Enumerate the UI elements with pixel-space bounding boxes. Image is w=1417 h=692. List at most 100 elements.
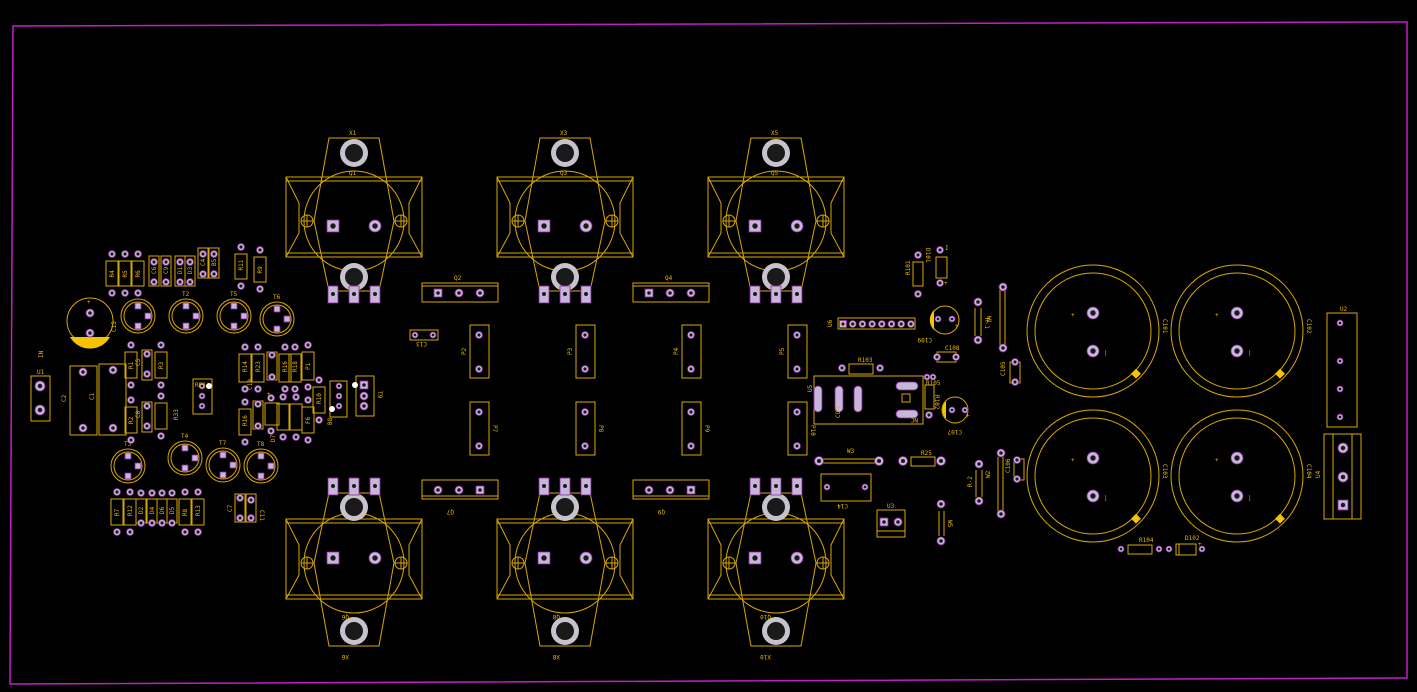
drill-hole (150, 521, 154, 525)
component-label: + (1215, 457, 1219, 464)
component-label: P8 (597, 425, 604, 433)
drill-hole (689, 333, 693, 337)
component-label: C2 (61, 394, 68, 402)
drill-hole (647, 291, 651, 295)
small-transistor-t1: T1 (120, 291, 156, 334)
drill-hole (900, 458, 906, 464)
drill-hole (870, 322, 874, 326)
drill-hole (283, 345, 287, 349)
heatsink-outline (285, 176, 423, 258)
component-label: R101 (905, 260, 912, 275)
silk-outline (912, 261, 924, 287)
drill-hole (111, 368, 115, 372)
drill-hole (816, 458, 822, 464)
silk-outline (184, 255, 196, 287)
drill-hole (115, 490, 119, 494)
transistor-leads (327, 477, 381, 496)
drill-hole (668, 291, 672, 295)
drill-hole (1338, 321, 1342, 325)
component-label: R10 (316, 393, 323, 404)
drill-hole (1234, 455, 1240, 461)
component-label: R25 (921, 450, 932, 457)
outer-ring (110, 448, 146, 484)
component-label: D2 (138, 506, 145, 514)
drill-hole (880, 322, 884, 326)
component-label: NC (910, 416, 918, 423)
drill-hole (337, 394, 341, 398)
drill-hole (689, 291, 693, 295)
resistor (276, 393, 290, 441)
silk-outline (1175, 543, 1197, 556)
drill-hole (269, 429, 273, 433)
silk-outline (141, 349, 153, 381)
drill-hole (196, 530, 200, 534)
drill-hole (136, 252, 140, 256)
component-label: RP1 (195, 382, 206, 389)
mounting-hole (345, 498, 363, 516)
drill-hole (863, 485, 867, 489)
drill-hole (795, 367, 799, 371)
relay-pin (834, 385, 844, 413)
mounting-hole (556, 498, 574, 516)
emitter-resistor-p10: P10 (787, 401, 816, 456)
heatsink-outline (707, 518, 845, 600)
resistor: R16 (238, 398, 252, 446)
silk-outline (118, 260, 132, 287)
drill-hole (950, 317, 954, 321)
drill-hole (1090, 310, 1096, 316)
drill-hole (196, 490, 200, 494)
drill-hole (145, 404, 149, 408)
mounting-hole (345, 268, 363, 286)
capacitor-c106: C106 (1005, 456, 1025, 483)
drill-hole (306, 398, 310, 402)
drill-hole (145, 424, 149, 428)
resistor: R3 (154, 341, 168, 389)
silk-outline (131, 260, 145, 287)
component-label: T3 (124, 441, 132, 448)
heatsink-fin (285, 518, 300, 600)
silk-outline (469, 324, 490, 379)
component-label: R5 (122, 270, 129, 278)
transistor-body (725, 170, 827, 272)
drill-hole (188, 260, 192, 264)
outer-ring (205, 447, 241, 483)
component-label: P2 (461, 347, 468, 355)
component-label: C11 (258, 510, 265, 521)
drill-hole (37, 383, 43, 389)
drill-hole (1013, 380, 1017, 384)
drill-hole (795, 410, 799, 414)
component-label: X1 (349, 130, 357, 137)
wire-w5: W5 (936, 499, 953, 546)
drill-hole (200, 384, 204, 388)
component-label: R8 (182, 508, 189, 516)
cap-outer (1026, 409, 1160, 543)
component-label: P5 (779, 347, 786, 355)
wire-w1: W1 (985, 282, 1008, 353)
component-label: W3 (847, 448, 855, 455)
input-connector-u1: U1 (30, 369, 51, 422)
silk-outline (301, 351, 315, 381)
transistor-body (514, 170, 616, 272)
drill-hole (238, 496, 242, 500)
emitter-resistor-p2: P2 (461, 324, 490, 379)
input-label: IN (38, 350, 45, 358)
drill-hole (239, 245, 243, 249)
component-label: C105 (1000, 361, 1007, 376)
drill-hole (239, 284, 243, 288)
component-label: R-2 (967, 476, 974, 487)
drill-hole (896, 520, 900, 524)
component-label: | (1104, 495, 1108, 502)
small-transistor-t6: T6 (259, 294, 295, 337)
drill-hole (306, 343, 310, 347)
drill-hole (753, 484, 757, 488)
silk-outline (197, 247, 209, 279)
pin1-marker (329, 406, 335, 412)
heatsink-fin (707, 518, 722, 600)
pad (273, 305, 281, 313)
component-label: X8 (552, 653, 560, 660)
drill-hole (977, 499, 981, 503)
resistor (154, 392, 168, 440)
drill-hole (794, 223, 800, 229)
